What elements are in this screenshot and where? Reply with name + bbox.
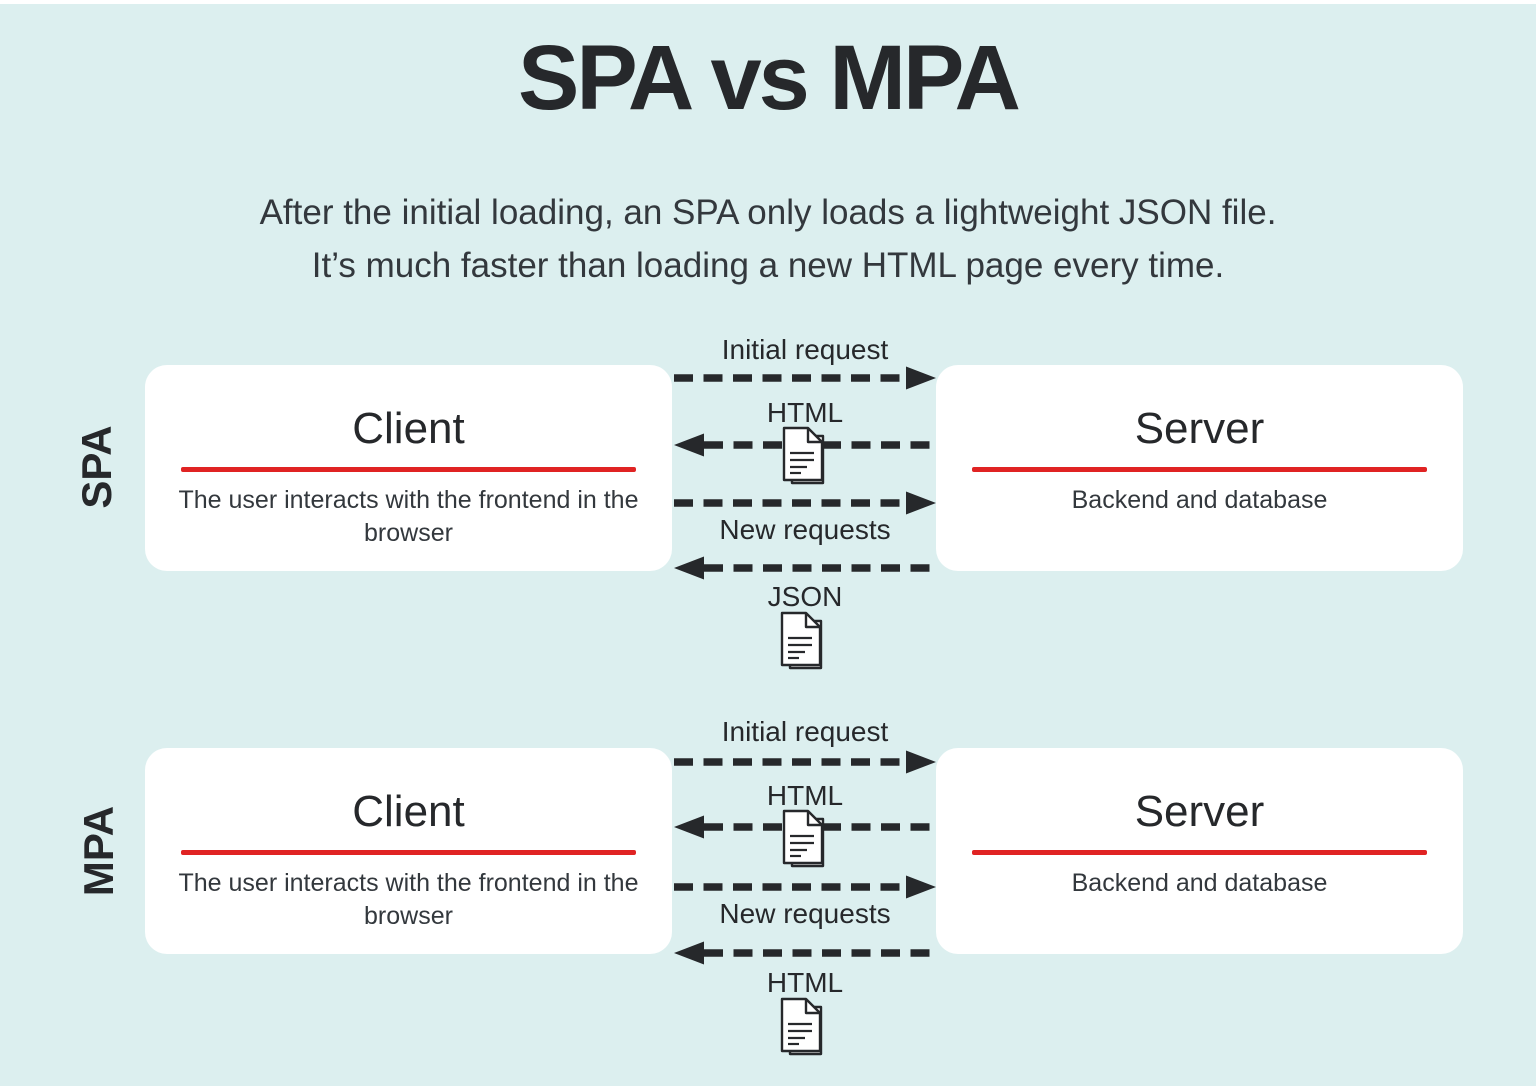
spa-server-box: Server Backend and database bbox=[936, 365, 1463, 571]
red-divider bbox=[972, 850, 1427, 856]
mpa-client-description: The user interacts with the frontend in … bbox=[178, 869, 639, 930]
document-icon bbox=[782, 809, 825, 868]
red-divider bbox=[181, 850, 636, 856]
mpa-server-description: Backend and database bbox=[1071, 869, 1328, 898]
spa-server-description: Backend and database bbox=[1071, 486, 1328, 515]
page-subtitle: After the initial loading, an SPA only l… bbox=[0, 186, 1536, 292]
dashed-arrow-left-icon bbox=[674, 556, 936, 580]
spa-flow-label-new-requests: New requests bbox=[719, 514, 891, 545]
mpa-client-title: Client bbox=[352, 787, 465, 836]
dashed-arrow-right-icon bbox=[674, 750, 936, 774]
spa-flow-label-json: JSON bbox=[767, 581, 843, 612]
dashed-arrow-right-icon bbox=[674, 875, 936, 899]
spa-flow-label-html: HTML bbox=[766, 397, 844, 428]
mpa-flow-label-html-response: HTML bbox=[766, 967, 844, 998]
red-divider bbox=[181, 467, 636, 473]
subtitle-line-1: After the initial loading, an SPA only l… bbox=[259, 193, 1277, 232]
spa-flow-label-initial-request: Initial request bbox=[721, 334, 889, 365]
dashed-arrow-left-icon bbox=[674, 433, 936, 457]
mpa-client-box: Client The user interacts with the front… bbox=[145, 748, 672, 954]
spa-server-title: Server bbox=[1134, 404, 1265, 453]
mpa-flow-label-new-requests: New requests bbox=[719, 898, 891, 929]
mpa-server-title: Server bbox=[1134, 787, 1265, 836]
section-label-spa: SPA bbox=[73, 425, 120, 509]
red-divider bbox=[972, 467, 1427, 473]
document-icon bbox=[782, 426, 825, 485]
dashed-arrow-left-icon bbox=[674, 815, 936, 839]
mpa-flow-label-initial-request: Initial request bbox=[721, 716, 889, 747]
dashed-arrow-right-icon bbox=[674, 366, 936, 390]
document-icon bbox=[780, 611, 823, 670]
section-label-mpa: MPA bbox=[75, 805, 122, 897]
spa-client-title: Client bbox=[352, 404, 465, 453]
spa-client-description: The user interacts with the frontend in … bbox=[178, 486, 639, 547]
mpa-flow-label-html: HTML bbox=[766, 780, 844, 811]
mpa-server-box: Server Backend and database bbox=[936, 748, 1463, 954]
spa-client-box: Client The user interacts with the front… bbox=[145, 365, 672, 571]
page-title: SPA vs MPA bbox=[518, 27, 1021, 129]
document-icon bbox=[780, 997, 823, 1056]
dashed-arrow-right-icon bbox=[674, 491, 936, 515]
dashed-arrow-left-icon bbox=[674, 941, 936, 965]
top-edge-strip bbox=[0, 0, 1536, 4]
subtitle-line-2: It’s much faster than loading a new HTML… bbox=[311, 246, 1225, 286]
